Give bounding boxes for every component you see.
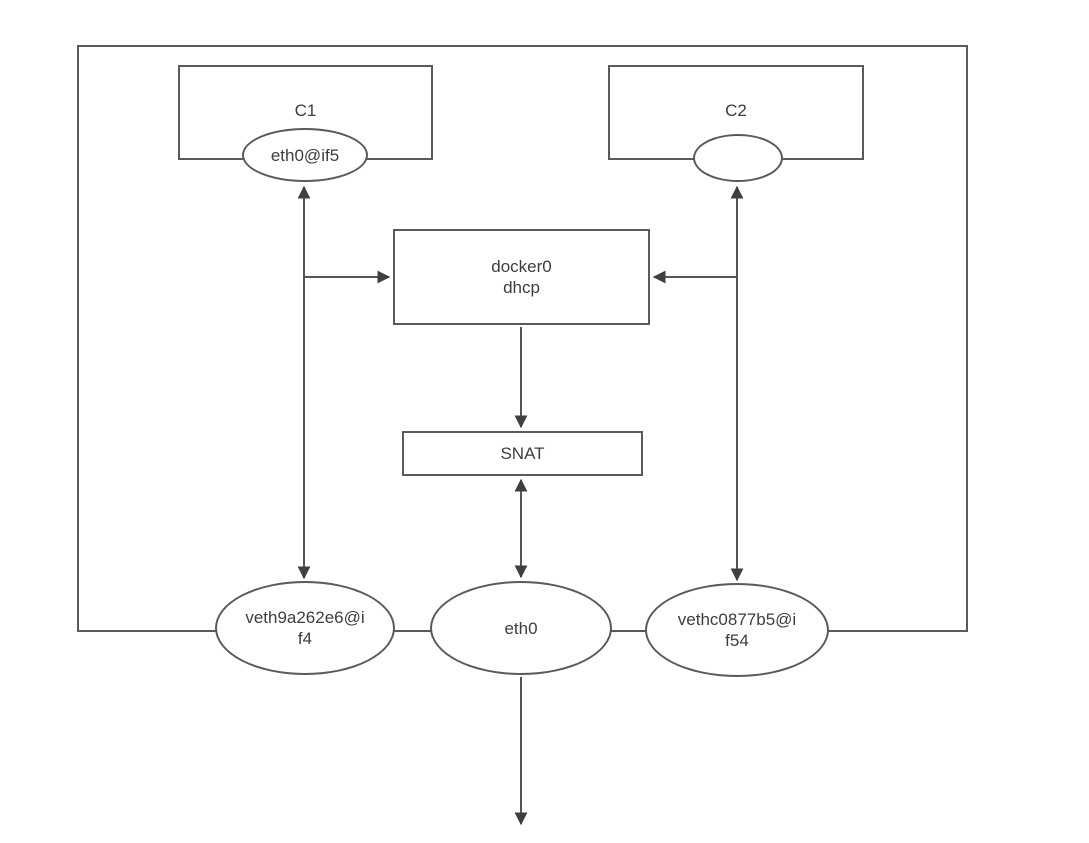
snat-box: SNAT	[402, 431, 643, 476]
c1-eth0-interface-label: eth0@if5	[270, 145, 340, 165]
container-c2-label: C2	[725, 101, 747, 120]
veth-right-label-line2: f54	[725, 631, 749, 650]
snat-label: SNAT	[500, 444, 545, 463]
veth-left-ellipse: veth9a262e6@i f4	[215, 581, 395, 675]
host-eth0-label: eth0	[504, 618, 538, 638]
bridge-name-label: docker0	[491, 257, 552, 276]
veth-left-label-line2: f4	[297, 629, 313, 648]
host-eth0-ellipse: eth0	[430, 581, 612, 675]
docker0-bridge-box: docker0 dhcp	[393, 229, 650, 325]
bridge-dhcp-label: dhcp	[503, 278, 540, 297]
container-c2-box: C2	[608, 65, 864, 160]
c1-eth0-interface-ellipse: eth0@if5	[242, 128, 368, 182]
veth-right-ellipse: vethc0877b5@i f54	[645, 583, 829, 677]
c2-interface-ellipse	[693, 134, 783, 182]
veth-left-label-line1: veth9a262e6@i	[245, 608, 365, 627]
veth-right-label-line1: vethc0877b5@i	[677, 610, 797, 629]
container-c1-label: C1	[294, 101, 317, 120]
